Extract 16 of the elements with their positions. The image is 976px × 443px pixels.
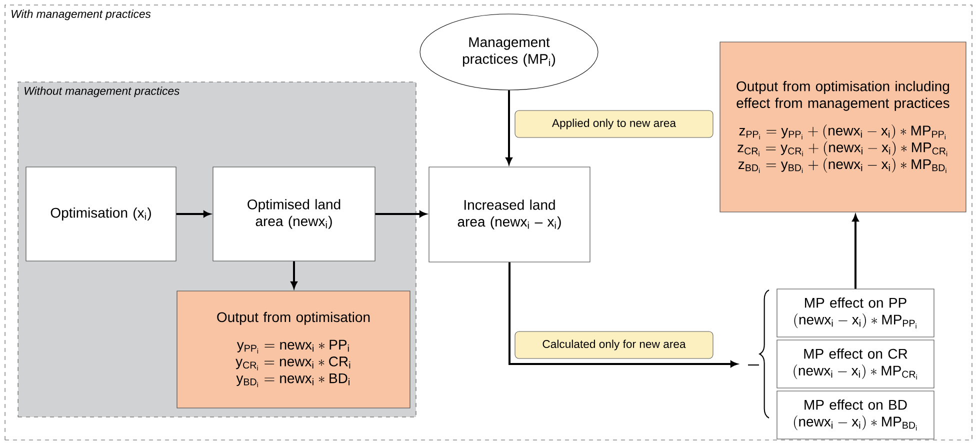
process-box: Optimised land area (newx$_{i}$)	[212, 166, 376, 262]
arrow	[176, 210, 210, 218]
arrow	[508, 262, 738, 368]
output-box: Output from optimisation $\mathrm{y_{PP_{i}} = newx_{i} * PP_{i}}$ $\mathrm{y_{CR_{i}} = newx_{i} * CR_{i}}$ $\mathrm{y_{BD_{i}} = newx_{i} * BD_{i}}$	[176, 290, 410, 408]
process-box: Increased land area (newx$_{i}$ – x$_{i}$)	[428, 166, 590, 262]
arrow	[852, 214, 859, 289]
process-box: MP effect on BD $\mathrm{(newx_{i} - x_{i}) * MP_{BD_{i}}}$	[776, 390, 934, 440]
arrow	[375, 210, 426, 218]
output-box: Output from optimisation including effect from management practices $\mathrm{z_{PP_{i}} = y_{PP_{i}} + (newx_{i} - x_{i}) * MP_{PP_{i}}}$ $\mathrm{z_{CR_{i}} = y_{CR_{i}} + (newx_{i} - x_{i}) * MP_{CR_{i}}}$ $\mathrm{z_{BD_{i}} = y_{BD_{i}} + (newx_{i} - x_{i}) * MP_{BD_{i}}}$	[720, 42, 966, 212]
arrow	[290, 261, 298, 288]
edge-label: Calculated only for new area	[514, 331, 714, 359]
process-box: Optimisation (x$_{i}$)	[26, 166, 176, 262]
process-box: MP effect on PP $\mathrm{(newx_{i} - x_{i}) * MP_{PP_{i}}}$	[776, 288, 934, 338]
arrow	[506, 90, 512, 164]
process-box: MP effect on CR $\mathrm{(newx_{i} - x_{i}) * MP_{CR_{i}}}$	[776, 340, 934, 388]
edge-label: Applied only to new area	[514, 110, 714, 138]
